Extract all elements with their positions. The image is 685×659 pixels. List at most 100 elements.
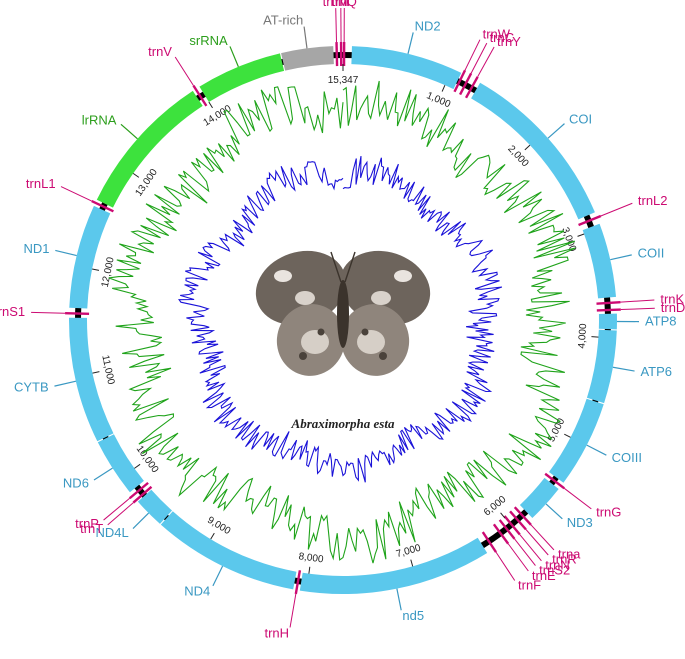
gene-leader-line (612, 366, 635, 372)
gene-arc-srrna (199, 53, 285, 102)
gene-leader-line (229, 46, 239, 67)
trna-mark-trnk (596, 300, 621, 305)
trna-label: trnK (660, 292, 684, 307)
gene-arc-nd2 (351, 46, 462, 90)
trna-leader-line (174, 56, 194, 86)
gene-leader-line (407, 32, 414, 54)
tick-label: 10,000 (134, 444, 161, 476)
trna-label: trnG (596, 505, 621, 520)
gc-skew-track (108, 80, 576, 564)
trna-leader-line (335, 8, 338, 43)
trna-mark-trnc (459, 72, 473, 96)
gene-label: ND1 (23, 241, 49, 256)
tick-mark (92, 268, 100, 271)
tick-mark (208, 101, 213, 109)
trna-mark-trne (492, 523, 510, 545)
trna-label: trna (558, 546, 581, 561)
trna-leader-line (464, 39, 481, 71)
trna-label: trnW (483, 26, 511, 41)
gene-leader-line (120, 123, 138, 140)
trna-label: trnM (323, 0, 349, 9)
trna-label: trnF (518, 578, 541, 593)
trna-leader-line (107, 502, 134, 526)
trna-mark-trnl1 (91, 199, 114, 213)
trna-leader-line (60, 186, 92, 202)
tick-label: 6,000 (482, 494, 509, 519)
gene-label: ND6 (63, 475, 89, 490)
trna-label: trnH (264, 625, 289, 640)
gene-arc-nd6 (97, 434, 144, 493)
gene-arc-nd5 (299, 537, 488, 594)
trna-leader-line (470, 42, 488, 74)
species-name: Abraximorpha esta (291, 416, 395, 431)
gene-leader-line (396, 588, 402, 611)
trna-leader-line (31, 311, 66, 314)
trna-leader-line (514, 538, 536, 566)
trna-leader-line (600, 202, 633, 217)
gene-label: ATP6 (640, 364, 672, 379)
trna-mark-trng (544, 472, 565, 490)
trna-leader-line (495, 551, 516, 581)
gene-arc-nd4l (137, 489, 173, 524)
trna-mark-trnl2 (578, 214, 602, 227)
trna-label: trnE (532, 568, 556, 583)
tick-mark (308, 566, 311, 574)
gene-leader-line (212, 565, 224, 587)
gene-arc-coi (471, 82, 595, 220)
trna-leader-line (563, 487, 592, 510)
trna-label: trnS1 (0, 304, 25, 319)
tick-mark (134, 463, 141, 469)
gene-label: srRNA (189, 33, 228, 48)
trna-label: trnP (75, 516, 99, 531)
tick-mark (441, 84, 446, 92)
gene-leader-line (303, 26, 308, 49)
gene-arc-cytb (69, 317, 114, 442)
gene-label: lrRNA (82, 112, 117, 127)
trna-leader-line (620, 299, 655, 303)
gene-label: CYTB (14, 379, 49, 394)
butterfly-image (255, 250, 431, 376)
gene-label: COII (638, 246, 665, 261)
gene-label: ND3 (567, 515, 593, 530)
gene-arc-atp8 (598, 313, 617, 330)
tick-label: 1,000 (425, 90, 453, 110)
gene-label: COIII (612, 450, 642, 465)
gene-leader-line (586, 444, 607, 456)
trna-mark-trnw (453, 69, 467, 93)
trna-label: trnN (545, 557, 570, 572)
gene-leader-line (547, 123, 565, 139)
trna-label: trnC (490, 30, 515, 45)
trna-mark-trnp (128, 481, 149, 500)
gene-leader-line (610, 254, 632, 261)
gene-label: ATP8 (645, 314, 677, 329)
trna-label: trnL1 (26, 176, 56, 191)
trna-label: trnV (148, 44, 172, 59)
tick-label: 8,000 (298, 551, 325, 565)
tick-label: 14,000 (202, 103, 234, 129)
trna-leader-line (289, 593, 297, 628)
gene-arc-lrrna (96, 90, 203, 208)
gc-skew-line (108, 80, 576, 564)
trna-mark-trnd (596, 308, 621, 312)
trna-label: trnQ (332, 0, 357, 9)
tick-label: 12,000 (100, 256, 117, 289)
gene-leader-line (55, 249, 77, 257)
gc-content-line (178, 156, 503, 483)
trna-mark-trnt (132, 485, 153, 504)
trna-mark-trnr (509, 510, 527, 531)
trna-label: trnS2 (539, 562, 570, 577)
gene-arc-nd4 (160, 511, 297, 590)
gene-label: ND4L (95, 525, 128, 540)
trna-label: trnI (331, 0, 350, 9)
tick-label: 15,347 (328, 75, 359, 86)
gene-arc-at-rich (281, 46, 334, 71)
tick-mark (524, 144, 531, 151)
trna-leader-line (507, 543, 529, 572)
trna-mark-trns2 (498, 519, 516, 540)
gene-label: COI (569, 112, 592, 127)
gene-arc-nd1 (69, 205, 111, 309)
gene-labels: ND2COICOIIATP8ATP6COIIIND3nd5ND4ND4LND6C… (0, 0, 685, 640)
gene-label: ND2 (415, 19, 441, 34)
